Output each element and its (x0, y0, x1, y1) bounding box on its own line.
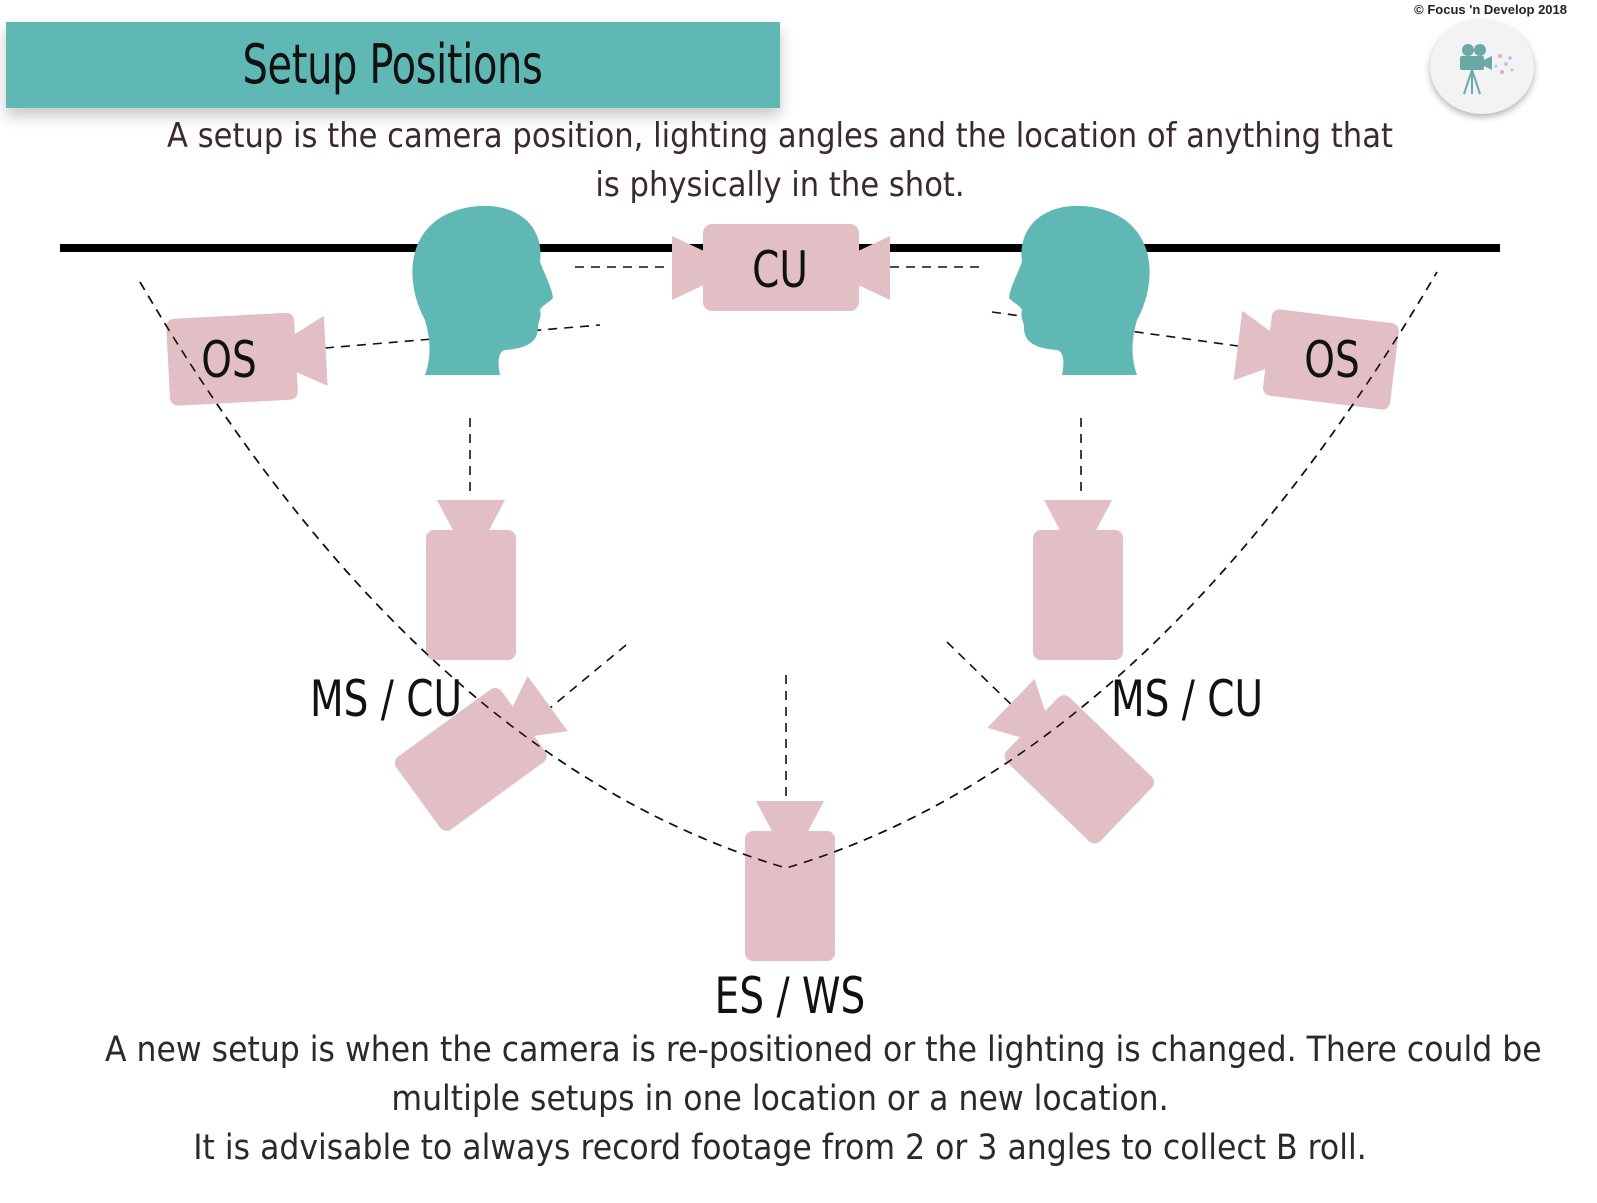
camera-es-ws (745, 801, 835, 961)
wide-arc-overlay (139, 271, 1438, 869)
camera-ms-cu-right (1033, 500, 1123, 660)
label-os-right: OS (1304, 330, 1359, 389)
label-ms-cu-left: MS / CU (310, 669, 462, 728)
left-head (412, 205, 553, 375)
label-ms-cu-right: MS / CU (1111, 669, 1263, 728)
copyright-text: © Focus 'n Develop 2018 (1414, 2, 1567, 17)
label-cu: CU (752, 240, 808, 299)
label-os-left: OS (201, 330, 256, 389)
camera-cu (672, 224, 890, 311)
label-es-ws: ES / WS (715, 966, 866, 1025)
camera-os-left (166, 312, 328, 406)
page-title: Setup Positions (242, 33, 543, 96)
camera-ms-cu-left (426, 500, 516, 660)
logo (1430, 20, 1534, 114)
camera-diagonal-right (987, 678, 1154, 844)
footer-line-3: It is advisable to always record footage… (193, 1128, 1367, 1168)
title-banner (6, 22, 780, 108)
right-head (1009, 205, 1150, 375)
footer-line-2: multiple setups in one location or a new… (391, 1079, 1169, 1119)
footer-line-1: A new setup is when the camera is re-pos… (105, 1030, 1542, 1070)
footer-text: A new setup is when the camera is re-pos… (105, 1026, 1542, 1173)
movie-camera-icon (1460, 44, 1514, 95)
camera-os-right (1233, 309, 1399, 410)
intro-text: A setup is the camera position, lighting… (167, 116, 1393, 205)
